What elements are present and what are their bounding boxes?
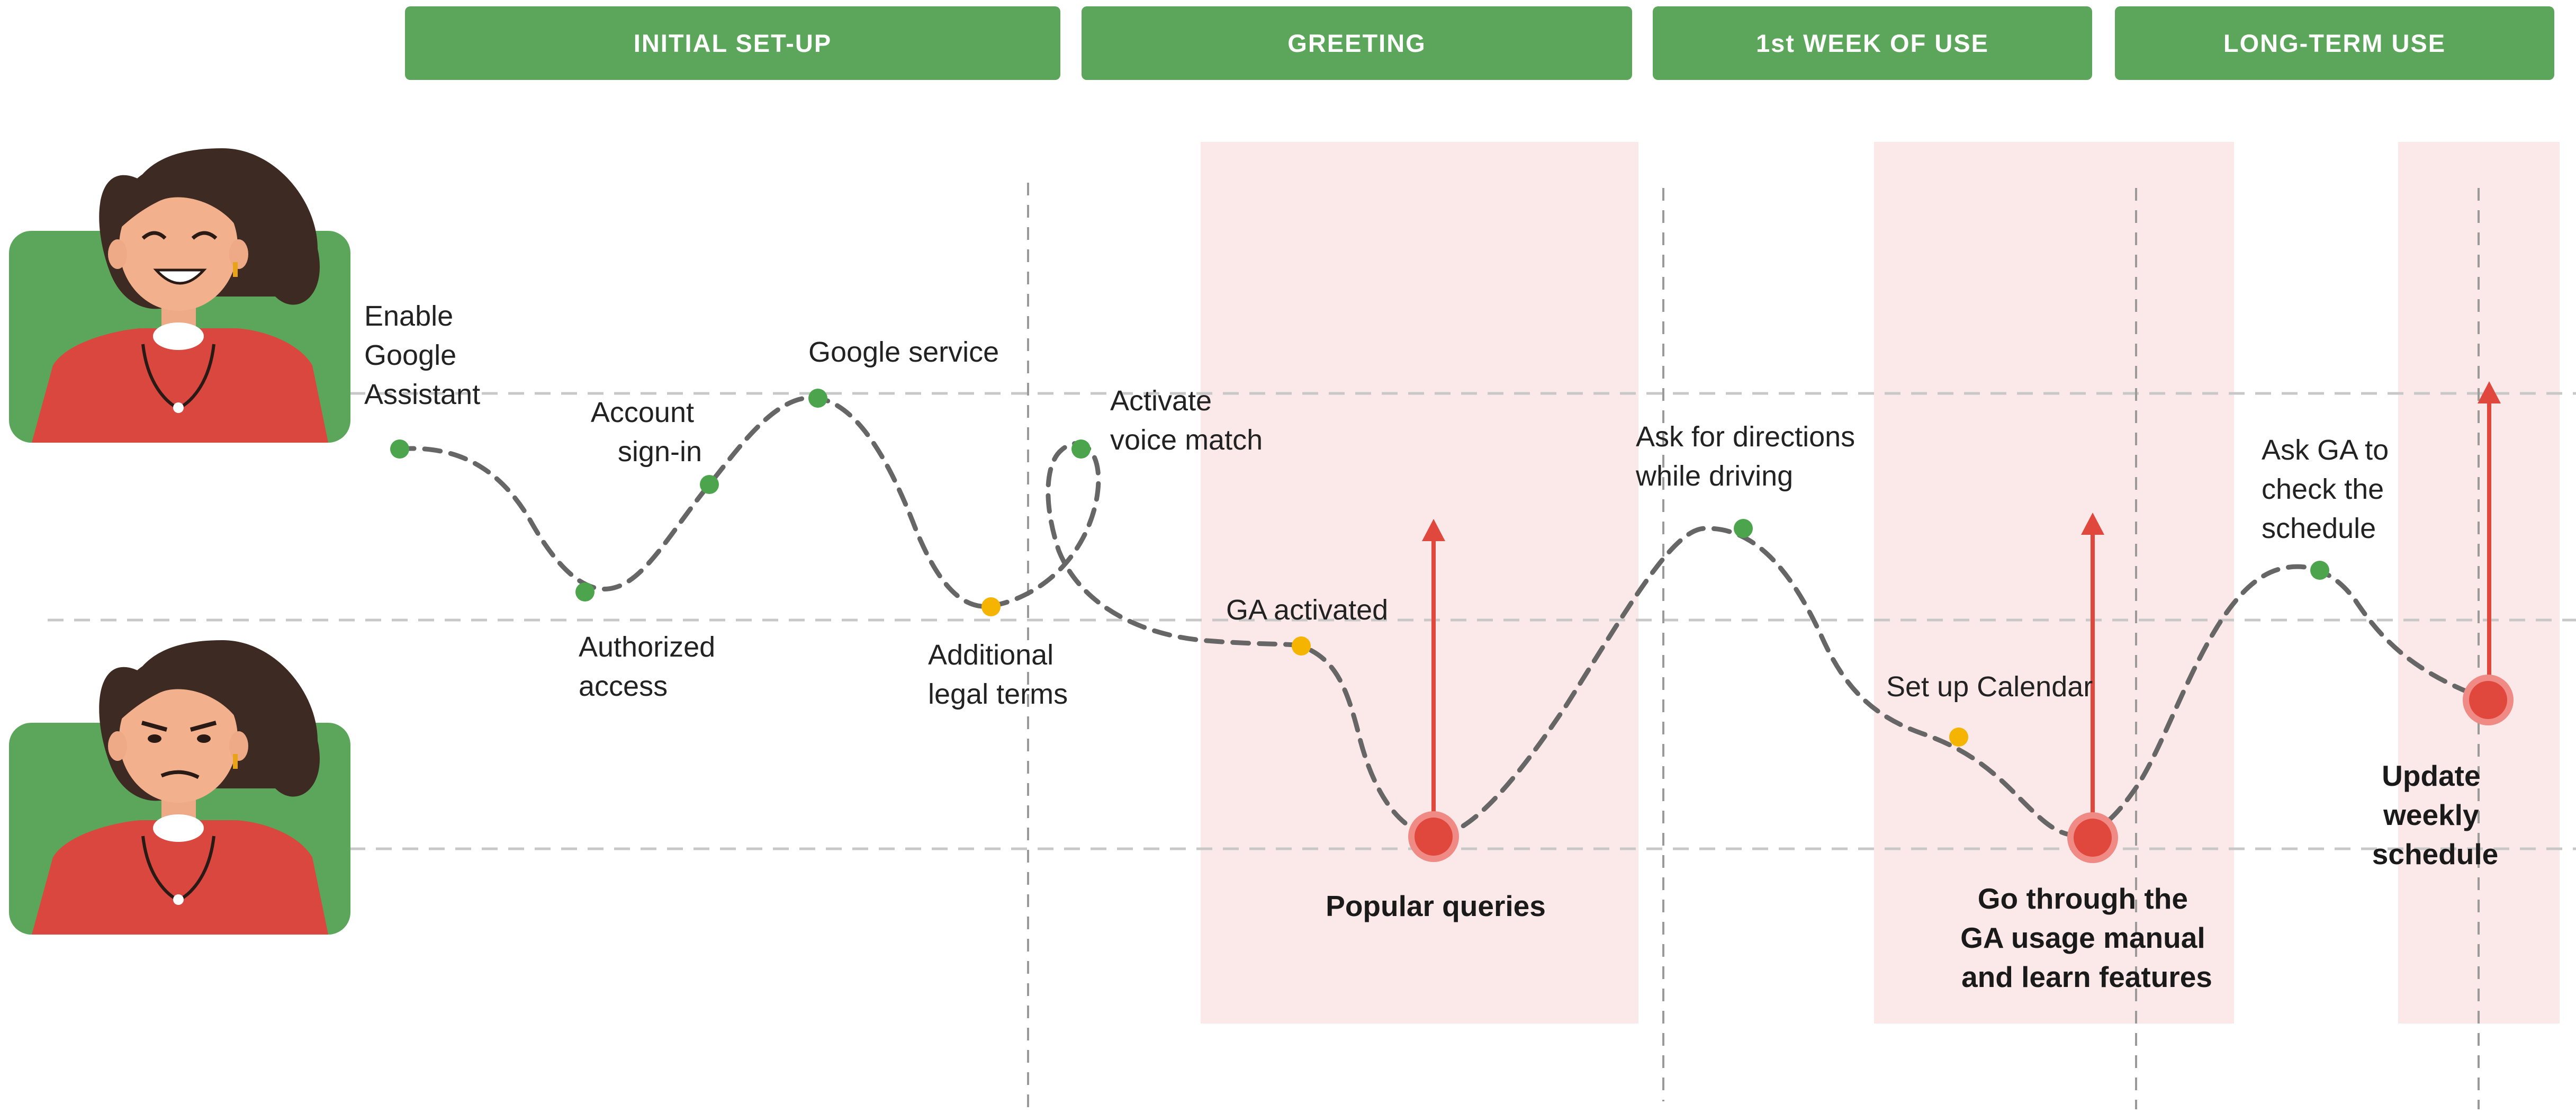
- step-label-google-service: Google service: [808, 336, 999, 368]
- key-moment-label-popular-queries: Popular queries: [1326, 890, 1546, 922]
- label-line: Popular queries: [1326, 890, 1546, 922]
- uplift-arrow-3: [2478, 381, 2501, 688]
- step-dot-ga-activated: [1292, 636, 1311, 656]
- label-line: Activate: [1110, 385, 1212, 417]
- label-line: schedule: [2372, 838, 2498, 870]
- step-dot-calendar: [1949, 728, 1968, 747]
- label-line: Go through the: [1978, 882, 2188, 915]
- label-line: Assistant: [364, 379, 480, 410]
- step-label-enable-assistant: Enable Google Assistant: [364, 300, 480, 410]
- label-line: voice match: [1110, 424, 1263, 456]
- step-dot-enable-assistant: [390, 439, 409, 459]
- label-line: Additional: [928, 639, 1053, 671]
- label-line: Set up Calendar: [1886, 671, 2093, 703]
- label-line: schedule: [2262, 513, 2376, 544]
- label-line: GA activated: [1226, 594, 1388, 626]
- step-label-account-signin: Account sign-in: [591, 397, 702, 468]
- phase-header-greeting: GREETING: [1082, 6, 1632, 80]
- phase-label: LONG-TERM USE: [2223, 29, 2446, 57]
- step-dot-check-schedule: [2310, 561, 2329, 580]
- label-line: Google service: [808, 336, 999, 368]
- label-line: GA usage manual: [1960, 921, 2205, 954]
- key-moment-marker-1: [1408, 811, 1459, 862]
- step-label-voice-match: Activate voice match: [1110, 385, 1263, 456]
- phase-header-long-term: LONG-TERM USE: [2115, 6, 2554, 80]
- uplift-arrow-1: [1422, 519, 1445, 826]
- step-dot-authorized-access: [575, 582, 595, 602]
- step-label-directions: Ask for directions while driving: [1635, 421, 1863, 492]
- key-moment-label-weekly-schedule: Update weekly schedule: [2372, 759, 2498, 870]
- label-line: legal terms: [928, 678, 1068, 710]
- key-moment-marker-2: [2067, 812, 2118, 863]
- label-line: check the: [2262, 473, 2384, 505]
- step-dot-google-service: [808, 389, 827, 408]
- label-line: Update: [2382, 759, 2480, 792]
- label-line: sign-in: [618, 436, 702, 468]
- uplift-arrow-2: [2081, 513, 2104, 826]
- label-line: Ask for directions: [1636, 421, 1855, 453]
- label-line: Ask GA to: [2262, 434, 2389, 466]
- phase-label: INITIAL SET-UP: [634, 29, 832, 57]
- label-line: access: [579, 670, 668, 702]
- label-line: while driving: [1635, 460, 1793, 492]
- step-label-check-schedule: Ask GA to check the schedule: [2262, 434, 2397, 544]
- step-dot-legal-terms: [981, 597, 1001, 616]
- phase-label: 1st WEEK OF USE: [1756, 29, 1989, 57]
- phase-header-initial-setup: INITIAL SET-UP: [405, 6, 1060, 80]
- step-label-calendar: Set up Calendar: [1886, 671, 2093, 703]
- step-dot-directions: [1734, 519, 1753, 538]
- key-zone-greeting: [1201, 142, 1638, 1024]
- key-moment-marker-3: [2463, 675, 2514, 725]
- step-dot-account-signin: [700, 475, 719, 494]
- label-line: Authorized: [579, 631, 715, 663]
- persona-happy-avatar: [9, 148, 350, 443]
- phase-label: GREETING: [1287, 29, 1426, 57]
- step-label-legal-terms: Additional legal terms: [928, 639, 1068, 710]
- step-label-ga-activated: GA activated: [1226, 594, 1388, 626]
- step-dot-voice-match: [1071, 439, 1091, 459]
- key-zone-long-term: [2398, 142, 2560, 1024]
- label-line: weekly: [2383, 798, 2479, 831]
- key-moment-label-usage-manual: Go through the GA usage manual and learn…: [1960, 882, 2213, 993]
- step-label-authorized-access: Authorized access: [579, 631, 723, 702]
- label-line: Enable: [364, 300, 453, 332]
- label-line: Account: [591, 397, 694, 428]
- persona-unhappy-avatar: [9, 640, 350, 935]
- label-line: and learn features: [1961, 961, 2212, 993]
- phase-header-first-week: 1st WEEK OF USE: [1653, 6, 2092, 80]
- label-line: Google: [364, 339, 456, 371]
- key-zone-first-week: [1874, 142, 2234, 1024]
